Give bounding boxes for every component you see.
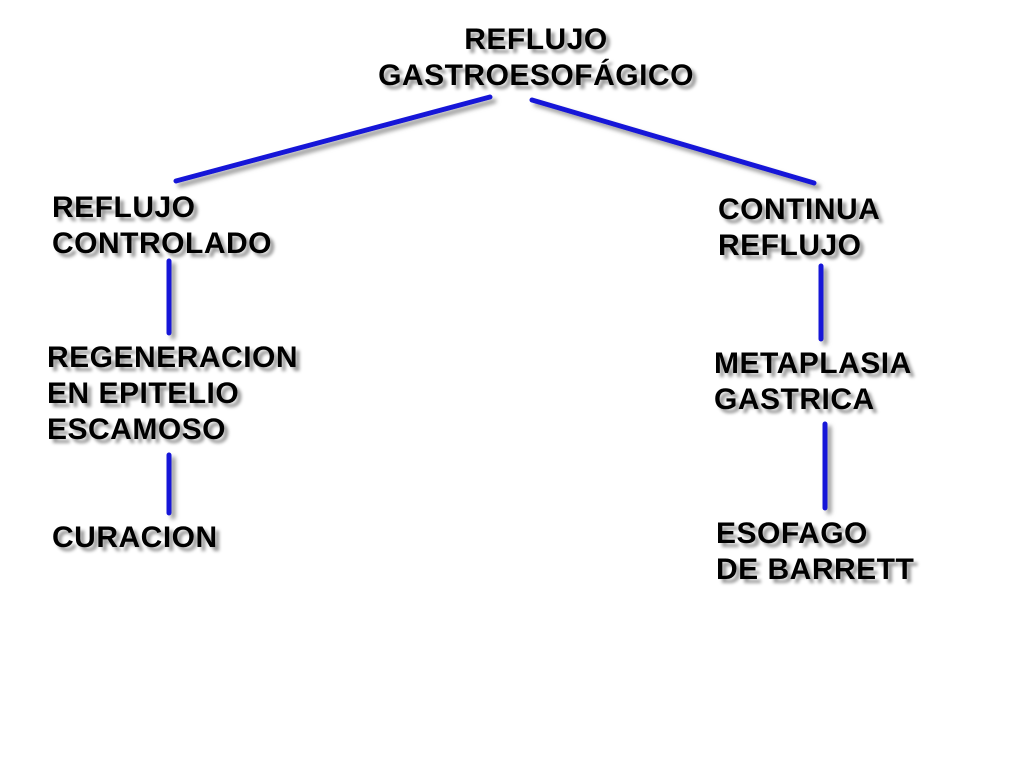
node-text-line: CONTROLADO bbox=[52, 227, 272, 260]
node-regeneracion-epitelio-escamoso: REGENERACION EN EPITELIO ESCAMOSO bbox=[47, 340, 298, 448]
node-text-line: ESCAMOSO bbox=[47, 413, 227, 446]
node-text-line: DE BARRETT bbox=[716, 553, 915, 586]
node-text-line: GASTROESOFÁGICO bbox=[378, 59, 694, 92]
node-esofago-de-barrett: ESOFAGO DE BARRETT bbox=[716, 516, 914, 588]
node-text-line: ESOFAGO bbox=[716, 517, 868, 550]
node-text-line: GASTRICA bbox=[714, 383, 875, 416]
connector-root-to-left bbox=[173, 94, 493, 184]
node-reflujo-gastroesofagico: REFLUJO GASTROESOFÁGICO bbox=[336, 22, 736, 94]
node-text-line: REGENERACION bbox=[47, 341, 299, 374]
node-metaplasia-gastrica: METAPLASIA GASTRICA bbox=[714, 346, 912, 418]
node-text-line: REFLUJO bbox=[718, 229, 862, 262]
node-text-line: REFLUJO bbox=[52, 191, 196, 224]
node-reflujo-controlado: REFLUJO CONTROLADO bbox=[52, 190, 272, 262]
connector-root-to-right bbox=[529, 97, 817, 186]
node-continua-reflujo: CONTINUA REFLUJO bbox=[718, 192, 880, 264]
node-curacion: CURACION bbox=[52, 520, 218, 556]
node-text-line: CURACION bbox=[52, 521, 218, 554]
node-text-line: EN EPITELIO bbox=[47, 377, 240, 410]
node-text-line: METAPLASIA bbox=[714, 347, 912, 380]
node-text-line: CONTINUA bbox=[718, 193, 881, 226]
node-text-line: REFLUJO bbox=[464, 23, 608, 56]
